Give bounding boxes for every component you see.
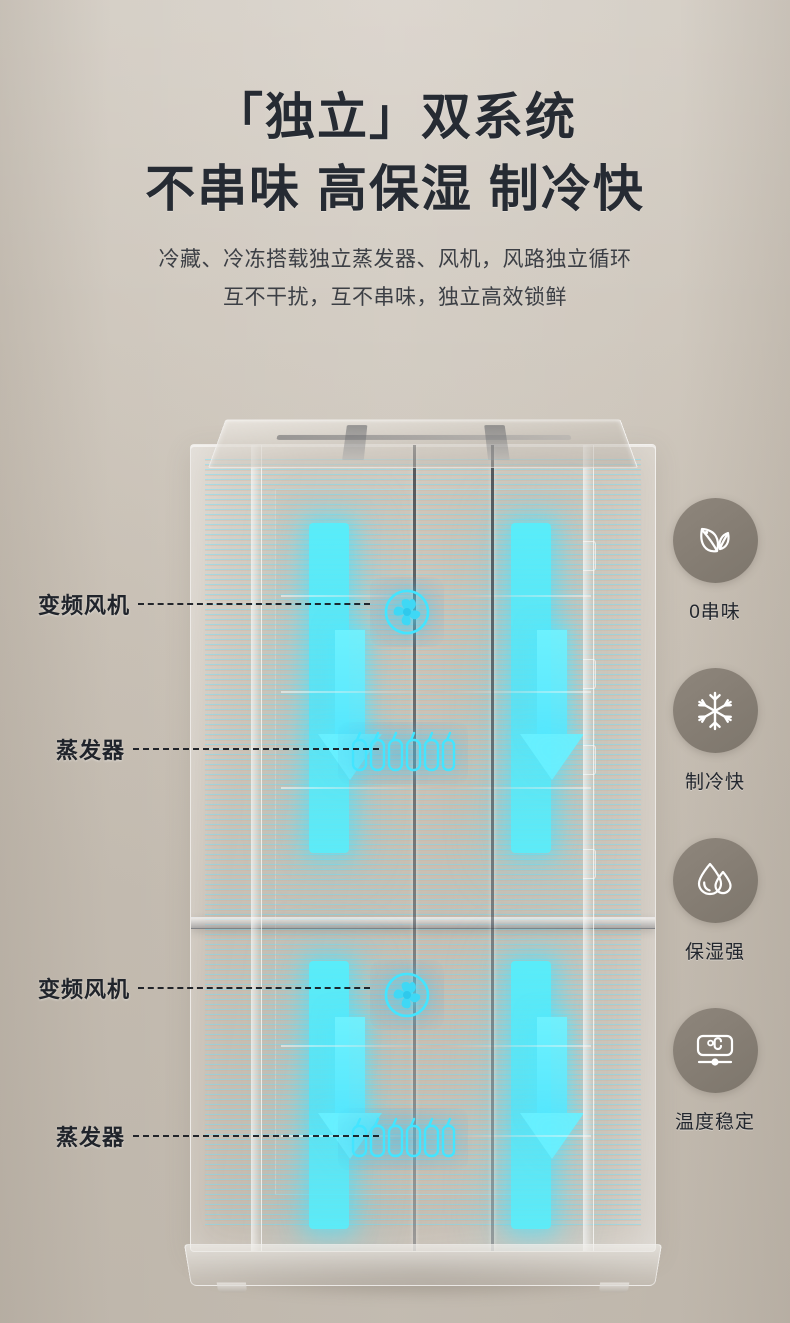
callout-label: 变频风机 (38, 977, 131, 1002)
refrigerator-illustration (168, 382, 668, 1300)
temperature-display-icon (696, 1034, 734, 1066)
headline-secondary: 不串味 高保湿 制冷快 (145, 161, 645, 217)
badge-evaporator-lower (338, 1108, 468, 1170)
callout-fan-lower: 变频风机 (38, 972, 371, 1004)
subtitle-line-1: 冷藏、冷冻搭载独立蒸发器、风机，风路独立循环 (158, 248, 632, 271)
feature-item-humidity: 保湿强 (672, 838, 758, 964)
door-edge-right (583, 445, 594, 1251)
shelf (281, 1045, 591, 1047)
door-bin (583, 659, 596, 689)
compartment-divider (191, 917, 655, 929)
fan-icon (384, 972, 430, 1018)
cabinet-top-panel (208, 419, 638, 468)
door-mullion-right (491, 445, 494, 1251)
feature-icon-list: 0串味 制冷快 (640, 498, 790, 1134)
evaporator-coil-icon (351, 731, 456, 772)
leader-line (138, 603, 371, 605)
hinge-right (484, 425, 510, 461)
callout-label: 变频风机 (38, 593, 131, 618)
cabinet-foot (598, 1282, 630, 1293)
feature-label: 保湿强 (684, 942, 745, 963)
xray-scanline-texture (205, 459, 641, 1229)
cabinet-body (190, 444, 656, 1252)
glass-shell (190, 444, 656, 1252)
badge-evaporator-upper (338, 722, 468, 784)
evaporator-coil-icon (351, 1117, 456, 1158)
leaf-icon (700, 527, 730, 552)
callout-label: 蒸发器 (56, 738, 126, 763)
feature-item-fast-cooling: 制冷快 (672, 668, 758, 794)
feature-icon-badge (672, 1008, 758, 1093)
feature-icon-badge (672, 838, 758, 923)
door-mullion-center (413, 445, 416, 1251)
feature-label: 温度稳定 (674, 1112, 755, 1133)
badge-fan-lower (370, 960, 444, 1030)
badge-fan-upper (370, 577, 444, 647)
snowflake-icon (698, 691, 732, 730)
shelf (281, 787, 591, 789)
feature-label: 制冷快 (684, 772, 745, 793)
airflow-arrow-upper-right (520, 630, 584, 780)
door-bin (583, 745, 596, 775)
feature-label: 0串味 (689, 602, 741, 623)
callout-evaporator-upper: 蒸发器 (56, 733, 380, 765)
callout-fan-upper: 变频风机 (38, 588, 371, 620)
water-drop-icon (697, 862, 732, 895)
subtitle-line-2: 互不干扰，互不串味，独立高效锁鲜 (223, 285, 567, 309)
feature-item-no-odor: 0串味 (672, 498, 758, 624)
shelf (281, 595, 591, 597)
cabinet-base-plinth (184, 1244, 662, 1293)
door-bin (583, 849, 596, 879)
feature-item-stable-temperature: 温度稳定 (672, 1008, 758, 1134)
callout-label: 蒸发器 (56, 1125, 126, 1150)
header-block: 「独立」双系统 不串味 高保湿 制冷快 冷藏、冷冻搭载独立蒸发器、风机，风路独立… (0, 0, 790, 314)
hinge-left (342, 425, 368, 461)
door-edge-left (251, 445, 262, 1251)
leader-line (138, 987, 371, 989)
shelf (281, 691, 591, 693)
feature-icon-badge (672, 668, 758, 753)
headline-primary: 「独立」双系统 (213, 89, 577, 145)
top-rail (276, 434, 572, 440)
fan-icon (384, 589, 430, 635)
callout-evaporator-lower: 蒸发器 (56, 1120, 380, 1152)
leader-line (133, 748, 380, 750)
leader-line (133, 1135, 380, 1137)
cabinet-foot (216, 1282, 248, 1293)
door-bin (583, 541, 596, 571)
shelf (281, 1135, 591, 1137)
feature-icon-badge (672, 498, 758, 583)
